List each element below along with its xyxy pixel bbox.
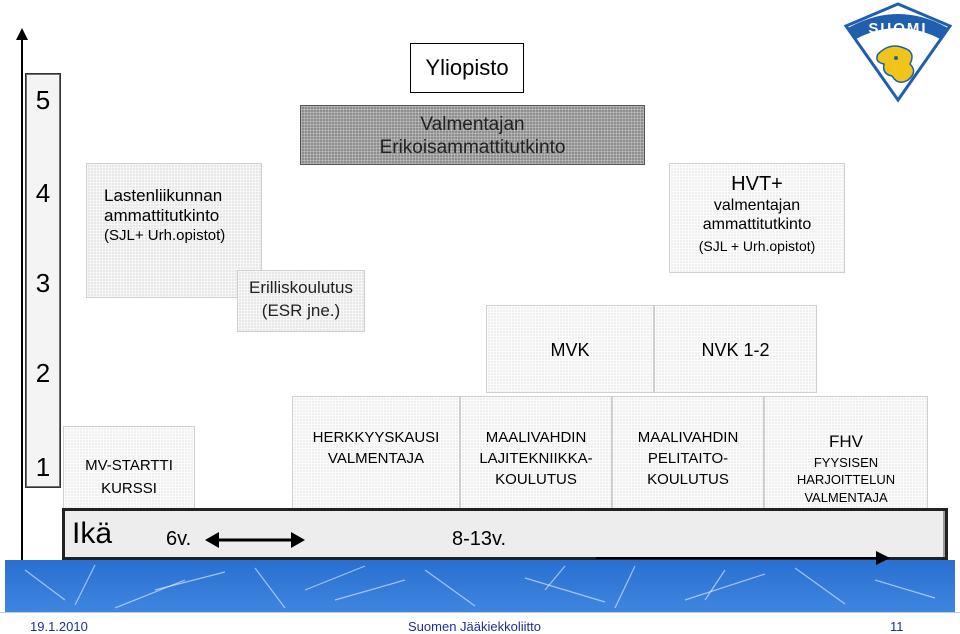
fhv-line4: VALMENTAJA [804, 490, 888, 506]
fhv-line1: FHV [829, 432, 863, 451]
double-arrow [205, 532, 305, 548]
hvt-line4: (SJL + Urh.opistot) [698, 238, 816, 255]
fhv-line2: FYYSISEN [813, 454, 879, 470]
herkkyyskausi-line1: HERKKYYSKAUSI [312, 429, 440, 446]
age-mid-label: 8-13v. [452, 528, 507, 550]
age-start-label: 6v. [166, 528, 192, 550]
valmentajan-line1: Valmentajan [420, 114, 525, 135]
erilliskoulutus-box: Erilliskoulutus (ESR jne.) [237, 270, 365, 332]
logo-text: SUOMI [868, 20, 927, 37]
erilliskoulutus-line1: Erilliskoulutus [249, 278, 353, 297]
herkkyyskausi-box: HERKKYYSKAUSI VALMENTAJA [292, 396, 460, 510]
maalivahdin-pt-line2: PELITAITO- [647, 450, 729, 467]
mv-startti-box: MV-STARTTI KURSSI [63, 426, 195, 510]
maalivahdin-pt-line1: MAALIVAHDIN [637, 429, 739, 446]
valmentajan-erikois-box: Valmentajan Erikoisammattitutkinto [300, 105, 645, 165]
level-4: 4 [35, 178, 51, 208]
level-5: 5 [35, 85, 51, 115]
hvt-line3: ammattitutkinto [702, 216, 812, 234]
mvk-box: MVK [486, 305, 654, 393]
lastenliikunnan-box: Lastenliikunnan ammattitutkinto (SJL+ Ur… [86, 163, 262, 298]
footer-org: Suomen Jääkiekkoliitto [408, 619, 541, 634]
ice-strip [5, 560, 955, 612]
nvk-label: NVK 1-2 [701, 340, 770, 360]
level-2: 2 [35, 358, 51, 388]
maalivahdin-lt-line3: KOULUTUS [495, 471, 577, 488]
lastenliikunnan-line1: Lastenliikunnan [104, 186, 223, 205]
suomi-logo-icon: SUOMI [843, 2, 953, 103]
maalivahdin-pt-line3: KOULUTUS [647, 471, 729, 488]
maalivahdin-lt-line1: MAALIVAHDIN [485, 429, 587, 446]
mv-startti-line1: MV-STARTTI [85, 457, 173, 474]
maalivahdin-pelitaito-box: MAALIVAHDIN PELITAITO- KOULUTUS [612, 396, 764, 510]
maalivahdin-lt-line2: LAJITEKNIIKKA- [479, 450, 593, 467]
herkkyyskausi-line2: VALMENTAJA [327, 450, 425, 467]
footer-date: 19.1.2010 [30, 619, 88, 634]
hvt-line2: valmentajan [713, 197, 801, 214]
footer-divider [0, 612, 960, 613]
mvk-label: MVK [550, 340, 590, 360]
maalivahdin-lajitekniikka-box: MAALIVAHDIN LAJITEKNIIKKA- KOULUTUS [460, 396, 612, 510]
yliopisto-box: Yliopisto [410, 43, 524, 93]
vertical-axis-arrow [16, 28, 28, 560]
erilliskoulutus-line2: (ESR jne.) [261, 300, 341, 320]
mv-startti-line2: KURSSI [101, 479, 157, 497]
age-label: Ikä [72, 517, 113, 550]
age-bar-face [65, 511, 943, 557]
yliopisto-label: Yliopisto [425, 55, 509, 80]
valmentajan-line2: Erikoisammattitutkinto [379, 136, 566, 158]
level-1: 1 [35, 452, 51, 482]
fhv-box: FHV FYYSISEN HARJOITTELUN VALMENTAJA [764, 396, 928, 510]
long-arrow [596, 551, 890, 565]
level-3: 3 [35, 268, 51, 298]
fhv-line3: HARJOITTELUN [796, 472, 896, 488]
hvt-line1: HVT+ [731, 173, 783, 195]
level-bar-face [27, 75, 59, 486]
lastenliikunnan-line3: (SJL+ Urh.opistot) [104, 226, 226, 244]
hvt-box: HVT+ valmentajan ammattitutkinto (SJL + … [669, 163, 845, 273]
footer-page-number: 11 [890, 619, 904, 634]
nvk-box: NVK 1-2 [654, 305, 817, 393]
lastenliikunnan-line2: ammattitutkinto [104, 206, 220, 226]
